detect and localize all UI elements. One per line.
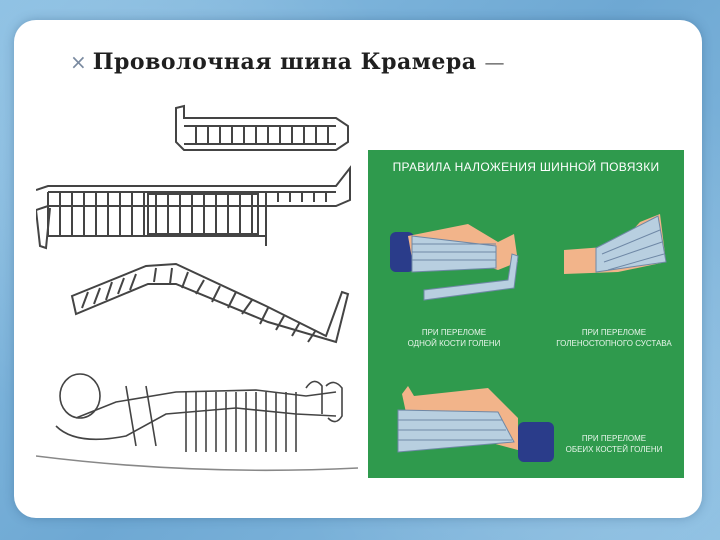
splint-long-icon xyxy=(36,168,350,248)
title-dash: — xyxy=(485,50,505,74)
patient-with-splint-icon xyxy=(36,374,358,470)
caption-ankle: ПРИ ПЕРЕЛОМЕ ГОЛЕНОСТОПНОГО СУСТАВА xyxy=(554,328,674,350)
splint-straight-short-icon xyxy=(176,106,348,150)
slide-title-row: × Проволочная шина Крамера — xyxy=(70,45,505,79)
slide-title: Проволочная шина Крамера xyxy=(93,49,477,75)
splint-rules-panel: ПРАВИЛА НАЛОЖЕНИЯ ШИННОЙ ПОВЯЗКИ ПРИ ПЕР… xyxy=(368,150,684,478)
ankle-fracture-icon xyxy=(564,214,666,274)
leg-one-bone-fracture-icon xyxy=(390,224,518,300)
kramer-splint-illustration xyxy=(36,96,358,488)
caption-one-bone: ПРИ ПЕРЕЛОМЕ ОДНОЙ КОСТИ ГОЛЕНИ xyxy=(394,328,514,350)
x-mark-icon: × xyxy=(70,50,87,74)
leg-both-bones-fracture-icon xyxy=(398,386,554,462)
splint-bent-icon xyxy=(72,264,348,342)
caption-both-bones: ПРИ ПЕРЕЛОМЕ ОБЕИХ КОСТЕЙ ГОЛЕНИ xyxy=(554,434,674,456)
